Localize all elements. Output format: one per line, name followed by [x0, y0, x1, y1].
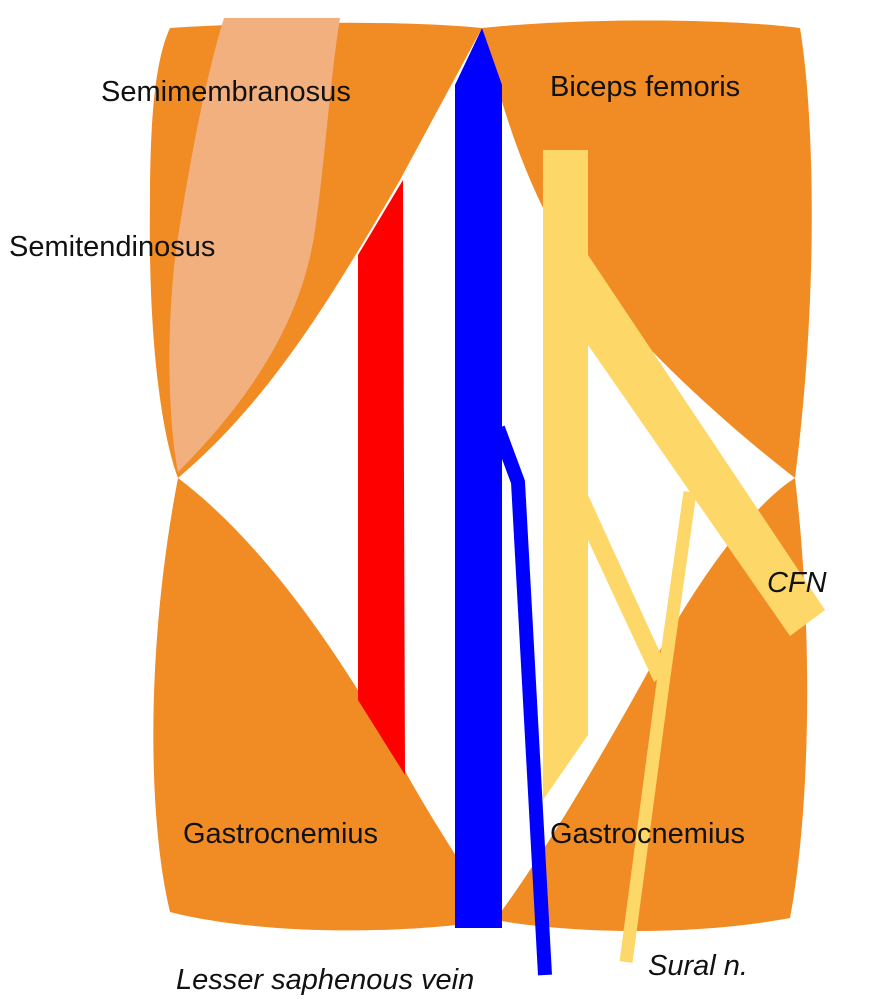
gastrocnemius-medial-label: Gastrocnemius — [183, 818, 379, 850]
cfn-label: CFN — [767, 567, 827, 599]
biceps-femoris-label: Biceps femoris — [550, 71, 741, 103]
common-fibular-nerve — [588, 255, 825, 636]
gastrocnemius-lateral-label: Gastrocnemius — [550, 818, 746, 850]
semitendinosus-muscle — [169, 18, 340, 472]
medial-sural-cutaneous-nerve — [588, 495, 668, 682]
sural-nerve — [619, 675, 671, 963]
popliteal-artery — [358, 180, 405, 775]
tibial-nerve — [543, 150, 588, 800]
sural-nerve-label: Sural n. — [648, 950, 748, 982]
gastrocnemius-medial-muscle — [153, 478, 495, 931]
semimembranosus-label: Semimembranosus — [101, 76, 351, 108]
popliteal-vein — [455, 28, 502, 928]
gastrocnemius-lateral-muscle — [495, 478, 808, 932]
semitendinosus-label: Semitendinosus — [9, 231, 216, 263]
lateral-sural-cutaneous-nerve — [657, 491, 697, 677]
biceps-femoris-muscle — [482, 20, 812, 478]
lesser-saphenous-vein — [491, 425, 552, 976]
lesser-saphenous-vein-label: Lesser saphenous vein — [176, 964, 475, 996]
